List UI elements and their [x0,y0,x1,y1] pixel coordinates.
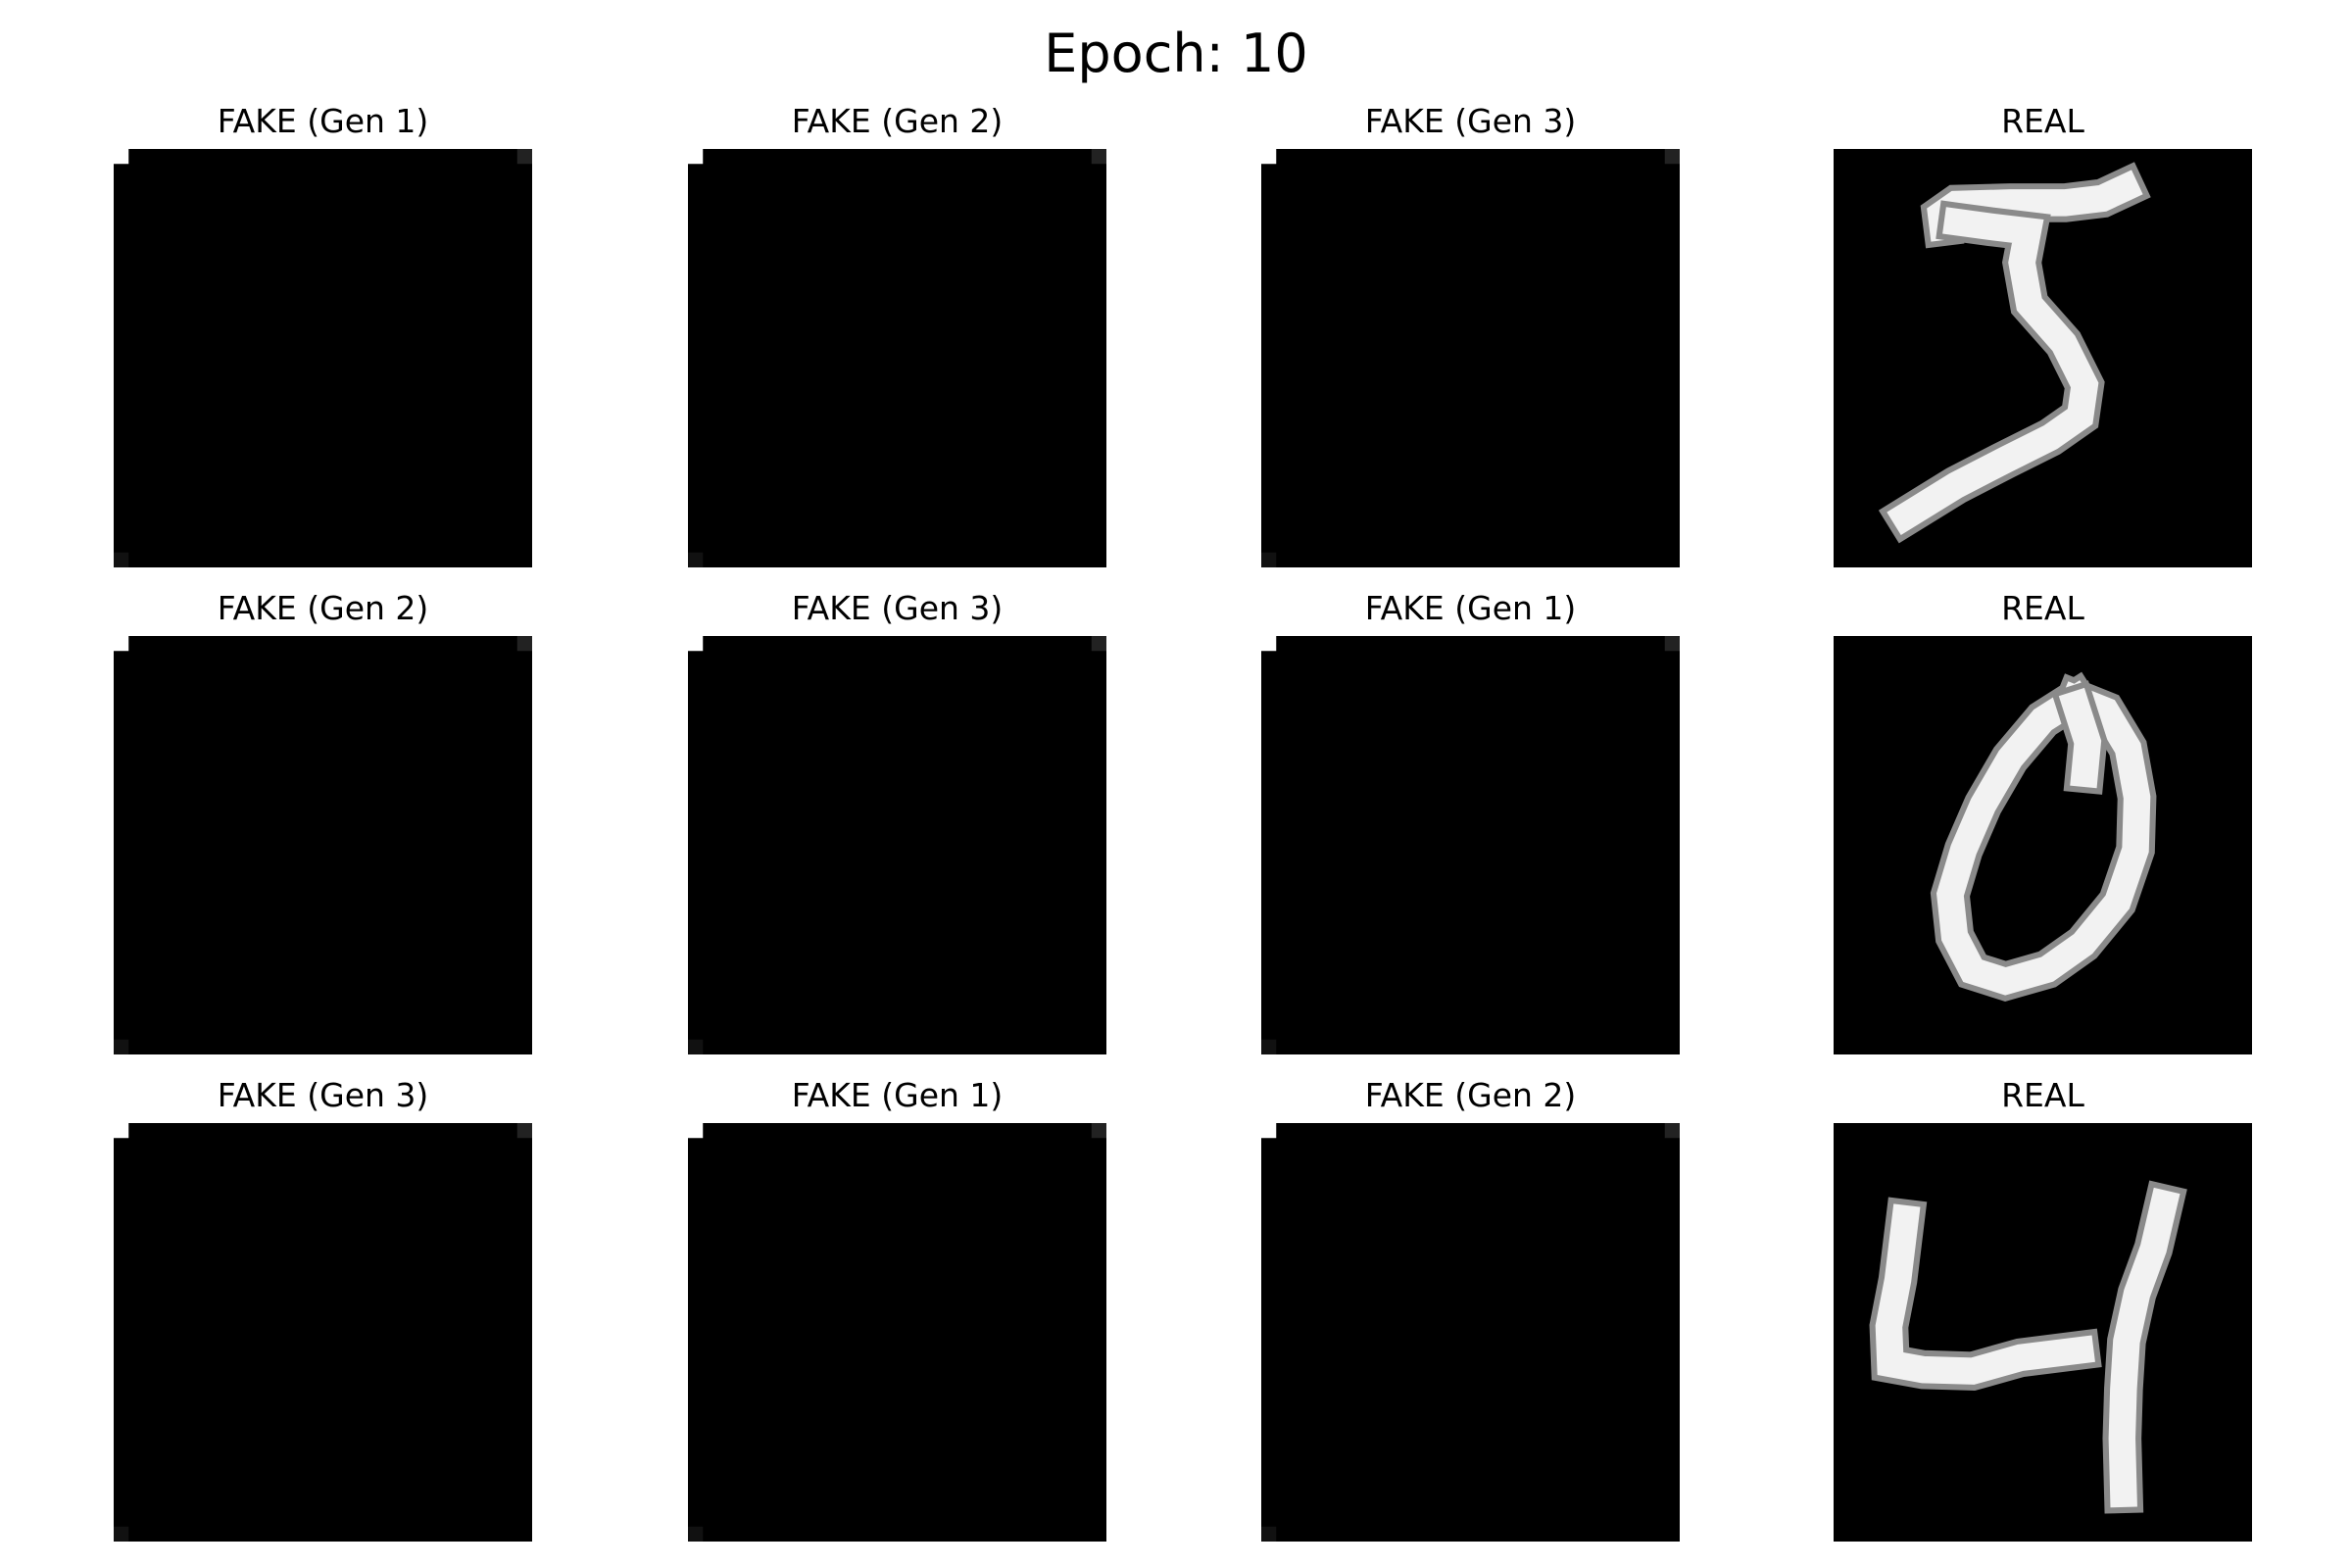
generated-image [688,1123,1106,1542]
corner-artifact [1091,149,1106,165]
digit-stroke [1875,1203,2095,1385]
generated-image [114,1123,532,1542]
generated-image [1261,1123,1680,1542]
panel-title: FAKE (Gen 2) [217,589,429,627]
image-background [688,1123,1106,1542]
corner-artifact [688,636,704,652]
corner-artifact [688,552,704,567]
image-background [114,1123,532,1542]
panel-title: FAKE (Gen 2) [791,102,1004,140]
generated-image [688,636,1106,1054]
corner-artifact [1261,149,1277,165]
corner-artifact [114,149,129,165]
corner-artifact [1664,636,1680,652]
panel-title: FAKE (Gen 1) [791,1076,1004,1114]
real-digit-image [1834,149,2252,567]
digit-stroke [2058,687,2102,789]
generated-image [1261,636,1680,1054]
corner-artifact [1261,636,1277,652]
image-background [114,636,532,1054]
corner-artifact [688,149,704,165]
corner-artifact [688,1039,704,1054]
corner-artifact [1091,636,1106,652]
digit-stroke [2108,1187,2180,1508]
corner-artifact [1091,1123,1106,1139]
panel-title: FAKE (Gen 1) [217,102,429,140]
corner-artifact [1261,1526,1277,1542]
digit-stroke [1886,207,2099,536]
corner-artifact [1261,1123,1277,1139]
corner-artifact [114,636,129,652]
image-background [1261,1123,1680,1542]
corner-artifact [688,1123,704,1139]
corner-artifact [516,636,532,652]
image-background [114,149,532,567]
panel-title: REAL [2001,1076,2084,1114]
corner-artifact [1664,149,1680,165]
panel-title: FAKE (Gen 2) [1364,1076,1577,1114]
corner-artifact [114,1039,129,1054]
corner-artifact [1261,1039,1277,1054]
generated-image [114,149,532,567]
generated-image [114,636,532,1054]
panel-title: FAKE (Gen 3) [791,589,1004,627]
panel-title: FAKE (Gen 3) [1364,102,1577,140]
panel-title: FAKE (Gen 1) [1364,589,1577,627]
panel-title: REAL [2001,589,2084,627]
corner-artifact [1664,1123,1680,1139]
corner-artifact [688,1526,704,1542]
image-background [688,149,1106,567]
panel-title: REAL [2001,102,2084,140]
figure-title: Epoch: 10 [1044,23,1308,84]
corner-artifact [114,1526,129,1542]
panel-title: FAKE (Gen 3) [217,1076,429,1114]
image-background [688,636,1106,1054]
real-digit-image [1834,636,2252,1054]
generated-image [688,149,1106,567]
corner-artifact [516,1123,532,1139]
image-background [1261,636,1680,1054]
corner-artifact [114,1123,129,1139]
corner-artifact [1261,552,1277,567]
corner-artifact [114,552,129,567]
image-background [1261,149,1680,567]
corner-artifact [516,149,532,165]
generated-image [1261,149,1680,567]
digit-stroke [1936,680,2151,996]
real-digit-image [1834,1123,2252,1542]
